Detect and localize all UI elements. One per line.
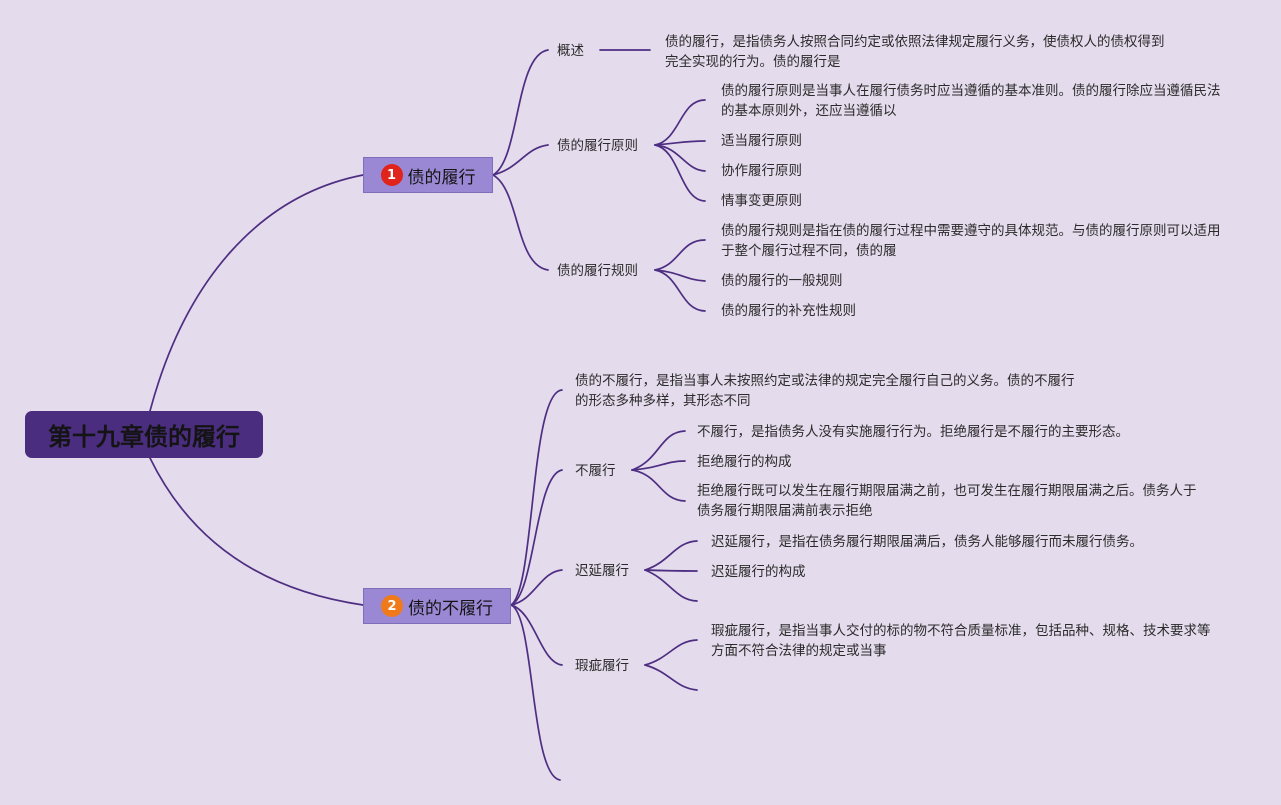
rules-item-1: 债的履行规则是指在债的履行过程中需要遵守的具体规范。与债的履行原则可以适用于整个…	[721, 223, 1221, 259]
link-principles-4	[654, 144, 706, 202]
link-delay-1	[644, 540, 698, 571]
overview-text: 债的履行，是指债务人按照合同约定或依照法律规定履行义务，使债权人的债权得到完全实…	[665, 34, 1165, 70]
branch-node-nonperformance[interactable]: 2 债的不履行	[363, 588, 511, 624]
link-principles-2	[654, 140, 706, 146]
link-branch1-rules	[492, 174, 549, 271]
delay-item-1: 迟延履行，是指在债务履行期限届满后，债务人能够履行而未履行债务。	[711, 534, 1143, 550]
defective-item-1: 瑕疵履行，是指当事人交付的标的物不符合质量标准，包括品种、规格、技术要求等方面不…	[711, 623, 1211, 659]
branch-node-performance[interactable]: 1 债的履行	[363, 157, 493, 193]
link-branch2-nonperformance	[510, 469, 563, 606]
link-principles-3	[654, 144, 706, 172]
nonperformance-item-1: 不履行，是指债务人没有实施履行行为。拒绝履行是不履行的主要形态。	[697, 424, 1129, 440]
rules-item-2: 债的履行的一般规则	[721, 273, 843, 289]
delay-item-2: 迟延履行的构成	[711, 564, 806, 580]
number-badge-icon: 2	[381, 595, 403, 617]
link-branch2-delay	[510, 569, 563, 606]
nonperformance-item-2: 拒绝履行的构成	[697, 454, 792, 470]
topic-nonperformance[interactable]: 不履行	[575, 463, 616, 479]
link-principles-1	[654, 99, 706, 146]
link-rules-2	[654, 269, 706, 282]
link-defective-2	[644, 664, 698, 691]
link-delay-2	[644, 569, 698, 572]
link-branch1-overview	[492, 49, 549, 176]
principles-item-4: 情事变更原则	[721, 193, 802, 209]
link-defective-1	[644, 639, 698, 666]
branch-label: 债的履行	[407, 167, 476, 188]
topic-delay[interactable]: 迟延履行	[575, 563, 629, 579]
nonperformance-definition: 债的不履行，是指当事人未按照约定或法律的规定完全履行自己的义务。债的不履行的形态…	[575, 373, 1075, 409]
link-branch2-defective	[510, 604, 563, 666]
link-branch1-principles	[492, 144, 549, 176]
link-branch2-extra	[510, 604, 561, 781]
topic-overview[interactable]: 概述	[557, 43, 584, 59]
principles-item-3: 协作履行原则	[721, 163, 802, 179]
link-root-branch1	[149, 174, 364, 412]
number-badge-icon: 1	[380, 164, 403, 186]
nonperformance-item-3: 拒绝履行既可以发生在履行期限届满之前，也可发生在履行期限届满之后。债务人于债务履…	[697, 483, 1197, 519]
branch-label: 债的不履行	[408, 598, 493, 619]
link-nonperf-1	[631, 430, 686, 471]
rules-item-3: 债的履行的补充性规则	[721, 303, 856, 319]
link-rules-3	[654, 269, 706, 312]
principles-item-2: 适当履行原则	[721, 133, 802, 149]
topic-principles[interactable]: 债的履行原则	[557, 138, 638, 154]
root-node[interactable]: 第十九章债的履行	[25, 411, 263, 458]
link-nonperf-2	[631, 460, 686, 471]
root-label: 第十九章债的履行	[48, 423, 240, 451]
topic-rules[interactable]: 债的履行规则	[557, 263, 638, 279]
link-nonperf-3	[631, 469, 686, 502]
link-root-branch2	[149, 457, 364, 606]
principles-item-1: 债的履行原则是当事人在履行债务时应当遵循的基本准则。债的履行除应当遵循民法的基本…	[721, 83, 1221, 119]
link-delay-3	[644, 569, 698, 602]
topic-defective[interactable]: 瑕疵履行	[575, 658, 629, 674]
link-branch2-definition	[510, 389, 563, 606]
link-rules-1	[654, 239, 706, 271]
